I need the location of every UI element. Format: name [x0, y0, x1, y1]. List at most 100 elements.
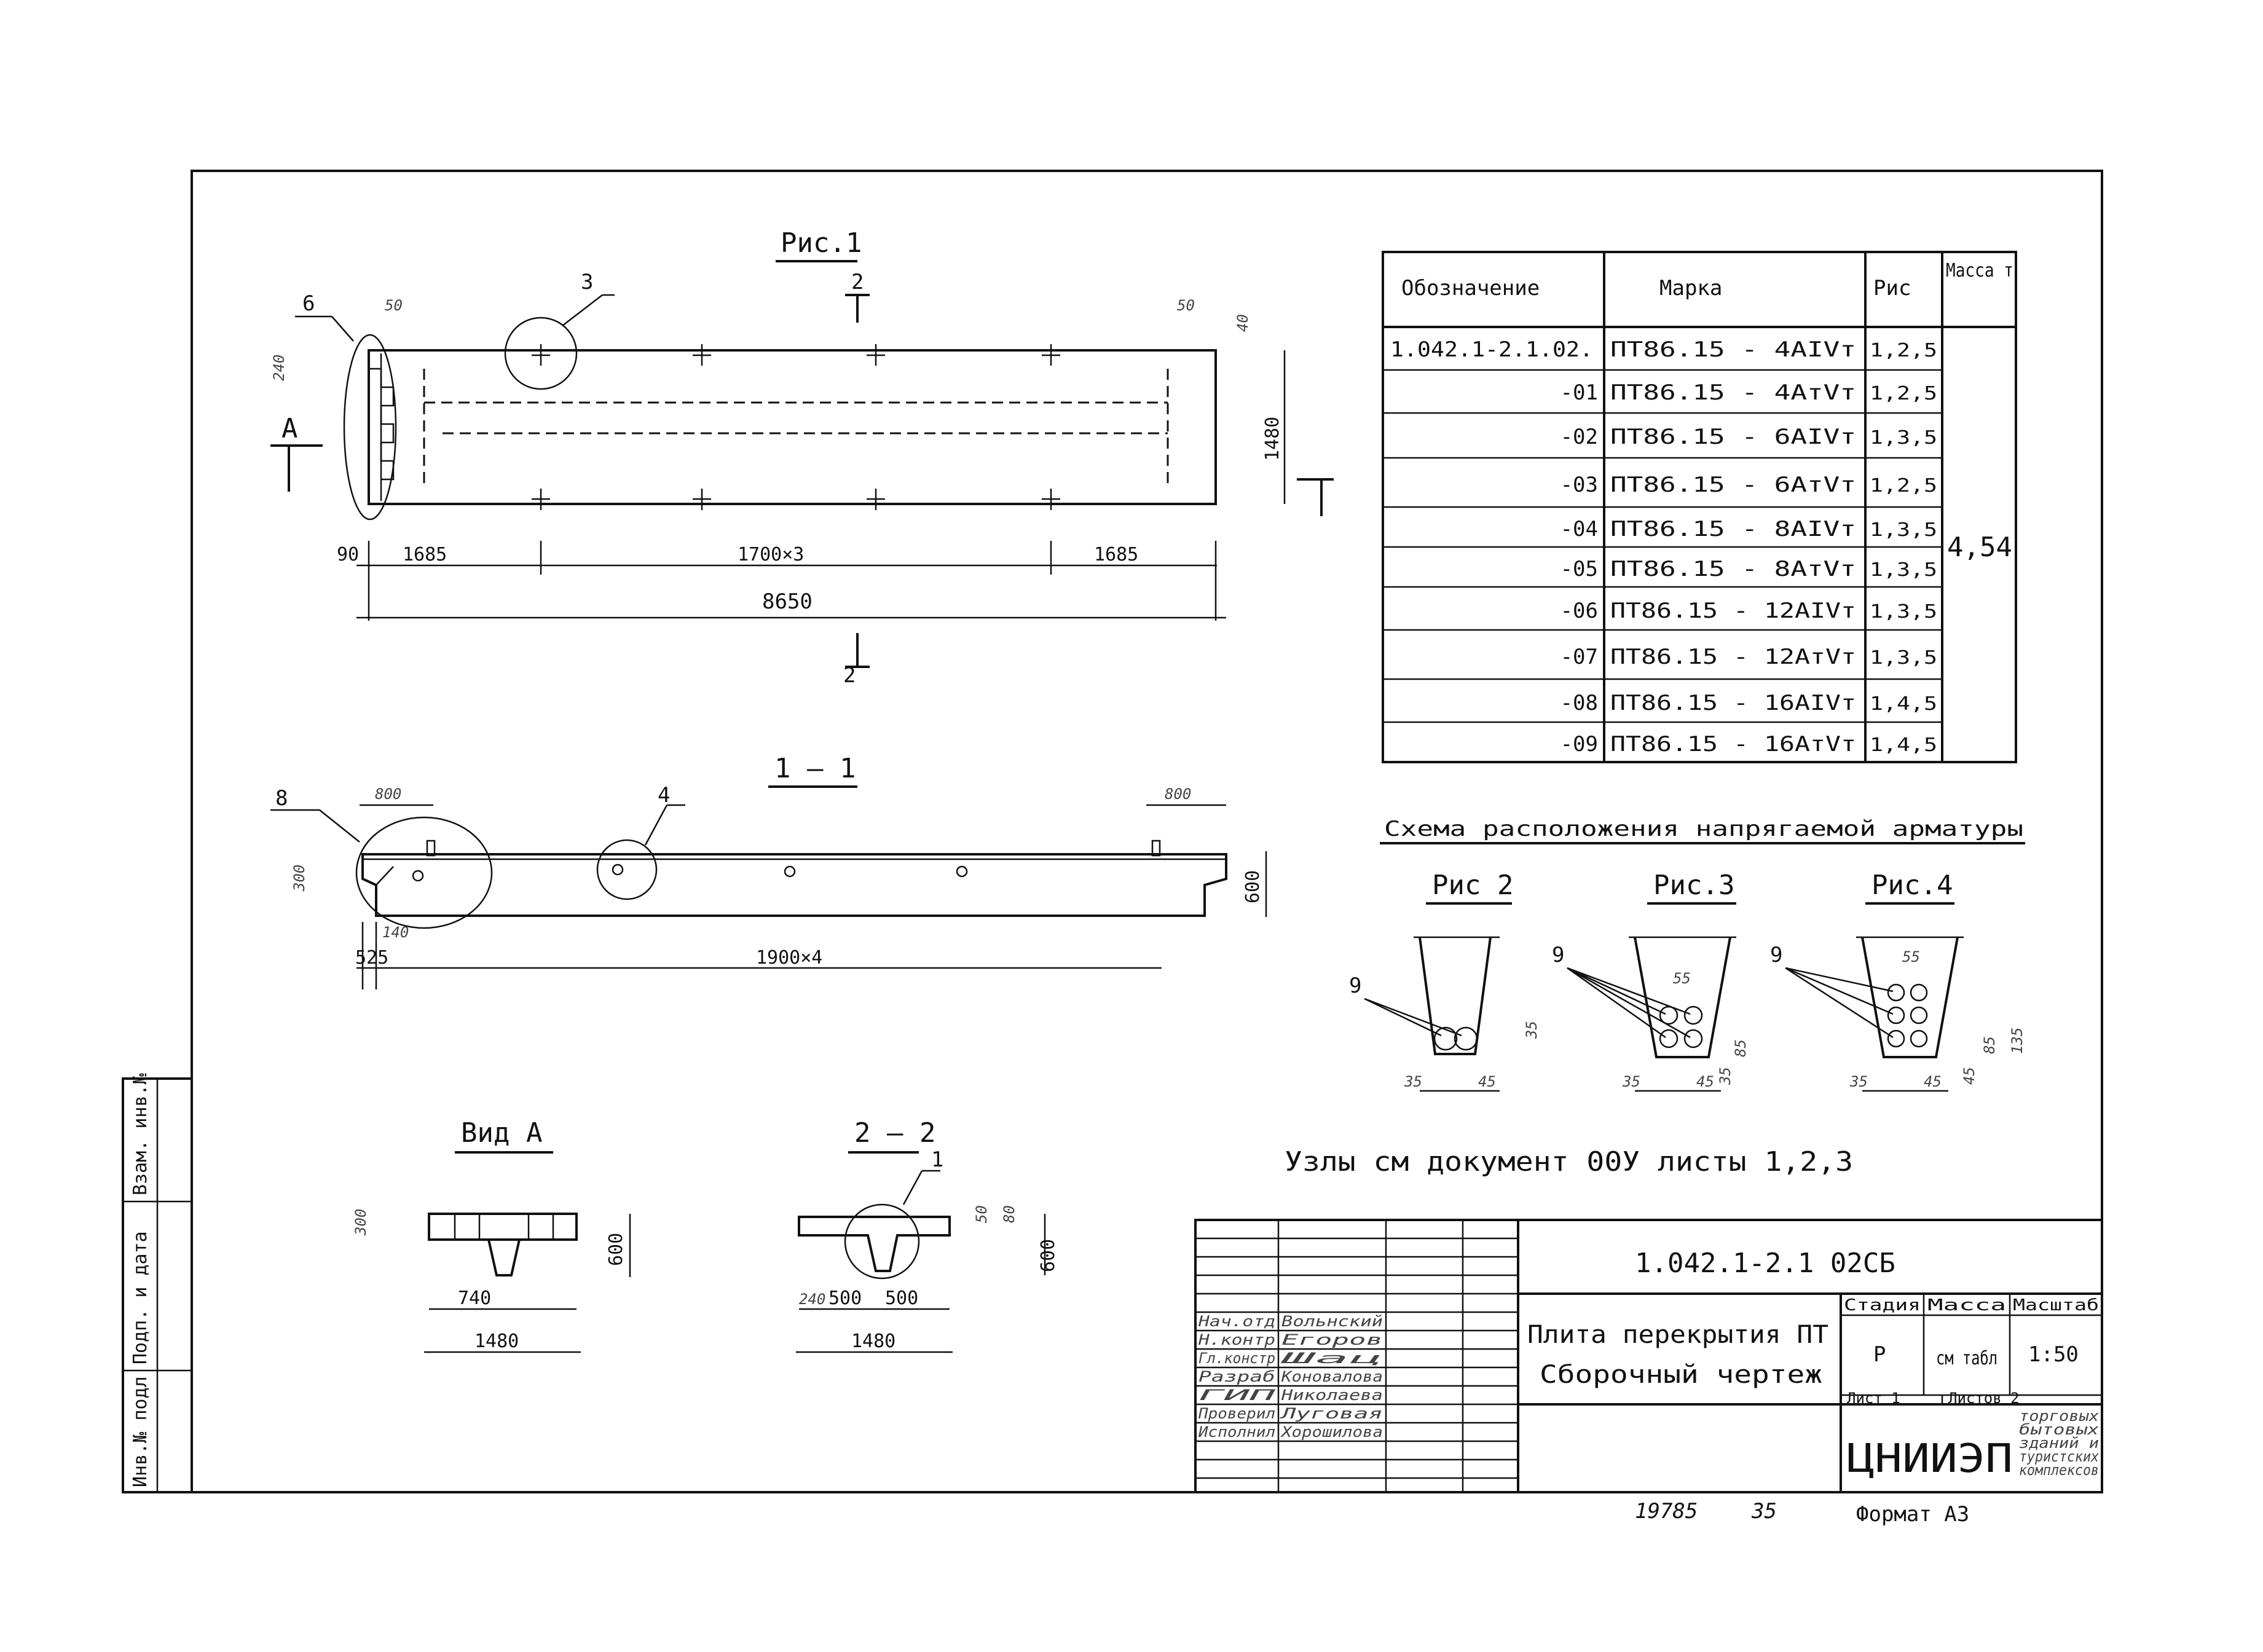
table-row-designation: 1.042.1-2.1.02.	[1390, 337, 1593, 362]
side-label-replace: Взам. инв.№	[130, 1073, 151, 1195]
sheets-count: Листов 2	[1948, 1390, 2020, 1407]
bubble-6: 6	[302, 291, 315, 316]
table-row-mark: ПТ86.15 - 8АIVт	[1610, 517, 1856, 541]
stamp-person: Хорошилова	[1280, 1423, 1383, 1441]
bubble-3: 3	[581, 270, 593, 294]
stamp-person: Егоров	[1281, 1331, 1383, 1348]
dim-1480-vertical: 1480	[1262, 417, 1283, 461]
table-row-designation: -06	[1560, 599, 1598, 623]
stamp-person: Николаева	[1281, 1386, 1383, 1404]
bubble-1: 1	[931, 1147, 943, 1172]
fig4-dim-45: 45	[1924, 1073, 1942, 1090]
table-header-designation: Обозначение	[1401, 276, 1540, 301]
sec22-dim-80: 80	[1001, 1205, 1018, 1223]
sec22-dim-600: 600	[1037, 1239, 1059, 1272]
stamp-role: ГИП	[1198, 1386, 1277, 1404]
bubble-4: 4	[658, 783, 670, 808]
table-row-mark: ПТ86.15 - 4АIVт	[1610, 337, 1856, 362]
org-logo: ЦНИИЭП	[1847, 1436, 2013, 1482]
table-row-mark: ПТ86.15 - 16АтVт	[1610, 732, 1856, 757]
nodes-note: Узлы см документ 00У листы 1,2,3	[1285, 1146, 1853, 1178]
dim-50-left: 50	[385, 297, 403, 314]
table-row-designation: -08	[1560, 691, 1598, 715]
marks-table: Обозначение Марка Рис Масса т 4,54 1.042…	[1382, 251, 2017, 763]
table-row-mark: ПТ86.15 - 8АтVт	[1610, 557, 1856, 581]
org-desc-line: бытовых	[2019, 1421, 2100, 1438]
table-row-fig: 1,3,5	[1870, 559, 1937, 581]
table-row-designation: -07	[1560, 645, 1598, 669]
fig3-dim-45: 45	[1696, 1073, 1714, 1090]
view-a-dim-600: 600	[605, 1233, 627, 1266]
dim-1700x3: 1700×3	[738, 544, 804, 565]
table-header-fig: Рис	[1873, 276, 1911, 301]
doc-title-line2: Сборочный чертеж	[1540, 1361, 1822, 1389]
mass-value: см табл	[1936, 1348, 1997, 1369]
fig2-dim-45: 45	[1478, 1073, 1496, 1090]
fig3-dim-35: 35	[1622, 1073, 1640, 1090]
sec22-dim-500-b: 500	[885, 1288, 918, 1309]
fig1-title: Рис.1	[781, 227, 862, 259]
table-row-fig: 1,3,5	[1870, 647, 1937, 669]
table-row-fig: 1,4,5	[1870, 693, 1937, 715]
table-row-designation: -01	[1560, 380, 1598, 405]
doc-code: 1.042.1-2.1 02СБ	[1635, 1248, 1895, 1279]
stamp-role: Н.контр	[1198, 1331, 1275, 1348]
fig3-title: Рис.3	[1653, 870, 1734, 901]
fig4-title: Рис.4	[1871, 870, 1953, 901]
fig4-dim-45-v: 45	[1961, 1067, 1978, 1085]
fig3-dim-35-v: 35	[1717, 1067, 1734, 1085]
fig2-dim-35-v: 35	[1523, 1021, 1540, 1039]
sec22-dim-500-a: 500	[828, 1288, 862, 1309]
table-row-designation: -03	[1560, 473, 1598, 497]
org-desc-line: комплексов	[2019, 1461, 2099, 1479]
footer-number-2: 35	[1751, 1499, 1777, 1524]
section-mark-2-top: 2	[851, 270, 864, 294]
table-header-mark: Марка	[1659, 276, 1722, 301]
view-a-dim-300: 300	[352, 1209, 369, 1236]
stamp-role: Нач.отд	[1198, 1313, 1275, 1330]
table-row-fig: 1,3,5	[1870, 519, 1937, 541]
dim-50-right: 50	[1177, 297, 1195, 314]
table-header-mass: Масса т	[1946, 260, 2013, 281]
fig4-dim-85: 85	[1981, 1036, 1998, 1054]
fig3-dim-55: 55	[1673, 970, 1691, 987]
fig2-dim-35: 35	[1404, 1073, 1422, 1090]
fig4-bubble-9: 9	[1770, 943, 1782, 967]
stamp-person: Луговая	[1280, 1405, 1383, 1422]
fig4-dim-35: 35	[1849, 1073, 1868, 1090]
stamp-role: Проверил	[1198, 1405, 1275, 1422]
view-a-dim-1480: 1480	[474, 1331, 519, 1352]
stamp-role: Гл.констр	[1198, 1350, 1275, 1367]
reinforcement-scheme: Схема расположения напрягаемой арматуры …	[1285, 817, 2026, 1178]
dim-1685-right: 1685	[1094, 544, 1138, 565]
stamp-role: Разраб	[1198, 1368, 1275, 1385]
view-a-title: Вид А	[461, 1117, 542, 1149]
table-row-mark: ПТ86.15 - 16АIVт	[1610, 691, 1856, 715]
table-row-designation: -02	[1560, 425, 1598, 449]
dim-90: 90	[337, 544, 359, 565]
stamp-person: Коновалова	[1281, 1368, 1383, 1385]
view-a-dim-740: 740	[458, 1288, 491, 1309]
table-row-designation: -09	[1560, 732, 1598, 757]
sec22-dim-240: 240	[799, 1291, 825, 1308]
table-row-mark: ПТ86.15 - 6АIVт	[1610, 425, 1856, 449]
table-row-fig: 1,3,5	[1870, 601, 1937, 623]
table-row-fig: 1,2,5	[1870, 383, 1937, 404]
scale-value: 1:50	[2028, 1342, 2079, 1367]
side-label-inv: Инв.№ подл	[130, 1376, 151, 1487]
footer-number: 19785	[1635, 1499, 1698, 1524]
doc-title-line1: Плита перекрытия ПТ	[1527, 1321, 1828, 1349]
dim-525: 525	[355, 947, 388, 969]
side-label-sign: Подп. и дата	[130, 1231, 151, 1364]
view-mark-a: А	[281, 413, 298, 444]
table-row-fig: 1,2,5	[1870, 475, 1937, 497]
stage-value: Р	[1873, 1342, 1886, 1367]
section-1-1-title: 1 – 1	[774, 753, 856, 784]
dim-40: 40	[1234, 314, 1251, 332]
sec22-dim-50: 50	[973, 1205, 990, 1223]
view-a: Вид А 300 600 740 1480	[352, 1117, 631, 1353]
fig3-bubble-9: 9	[1552, 943, 1564, 967]
table-row-designation: -05	[1560, 557, 1598, 581]
table-row-fig: 1,3,5	[1870, 427, 1937, 449]
